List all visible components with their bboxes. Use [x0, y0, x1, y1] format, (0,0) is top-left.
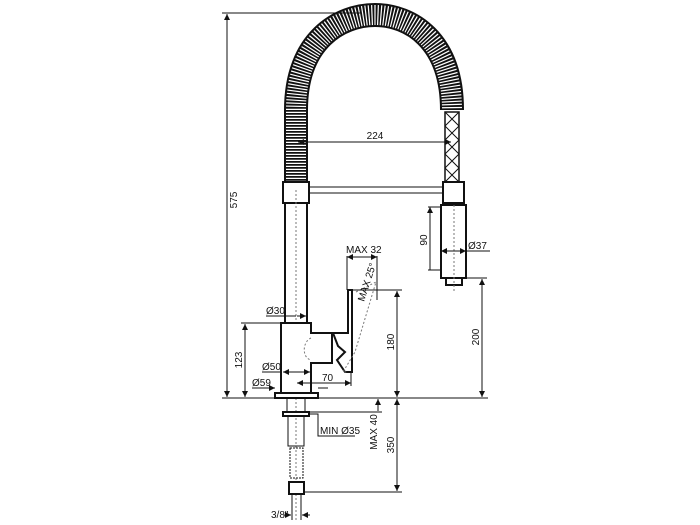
dim-hose-length: 350 — [386, 436, 397, 453]
dim-pillar-diameter: Ø30 — [266, 306, 285, 317]
dim-body-height: 123 — [234, 351, 245, 368]
dim-spray-diameter: Ø37 — [468, 241, 487, 252]
dim-spray-length: 90 — [419, 234, 430, 246]
dim-spout-reach: 224 — [367, 131, 384, 142]
support-bar — [308, 186, 444, 194]
lever — [331, 289, 353, 373]
dim-connection: 3/8" — [271, 510, 289, 521]
dim-base-diameter: Ø59 — [252, 378, 271, 389]
dim-lever-offset: 70 — [322, 373, 334, 384]
base — [274, 392, 319, 399]
right-collar — [442, 181, 465, 204]
dim-body-diameter: Ø50 — [262, 362, 281, 373]
dim-lever-max: MAX 32 — [346, 245, 382, 256]
dim-min-hole: MIN Ø35 — [320, 426, 360, 437]
spring-hose — [284, 2, 464, 185]
dim-spray-height: 200 — [471, 328, 482, 345]
dim-lever-height: 180 — [386, 333, 397, 350]
dim-total-height: 575 — [229, 191, 240, 208]
dim-max-deck: MAX 40 — [369, 414, 380, 450]
